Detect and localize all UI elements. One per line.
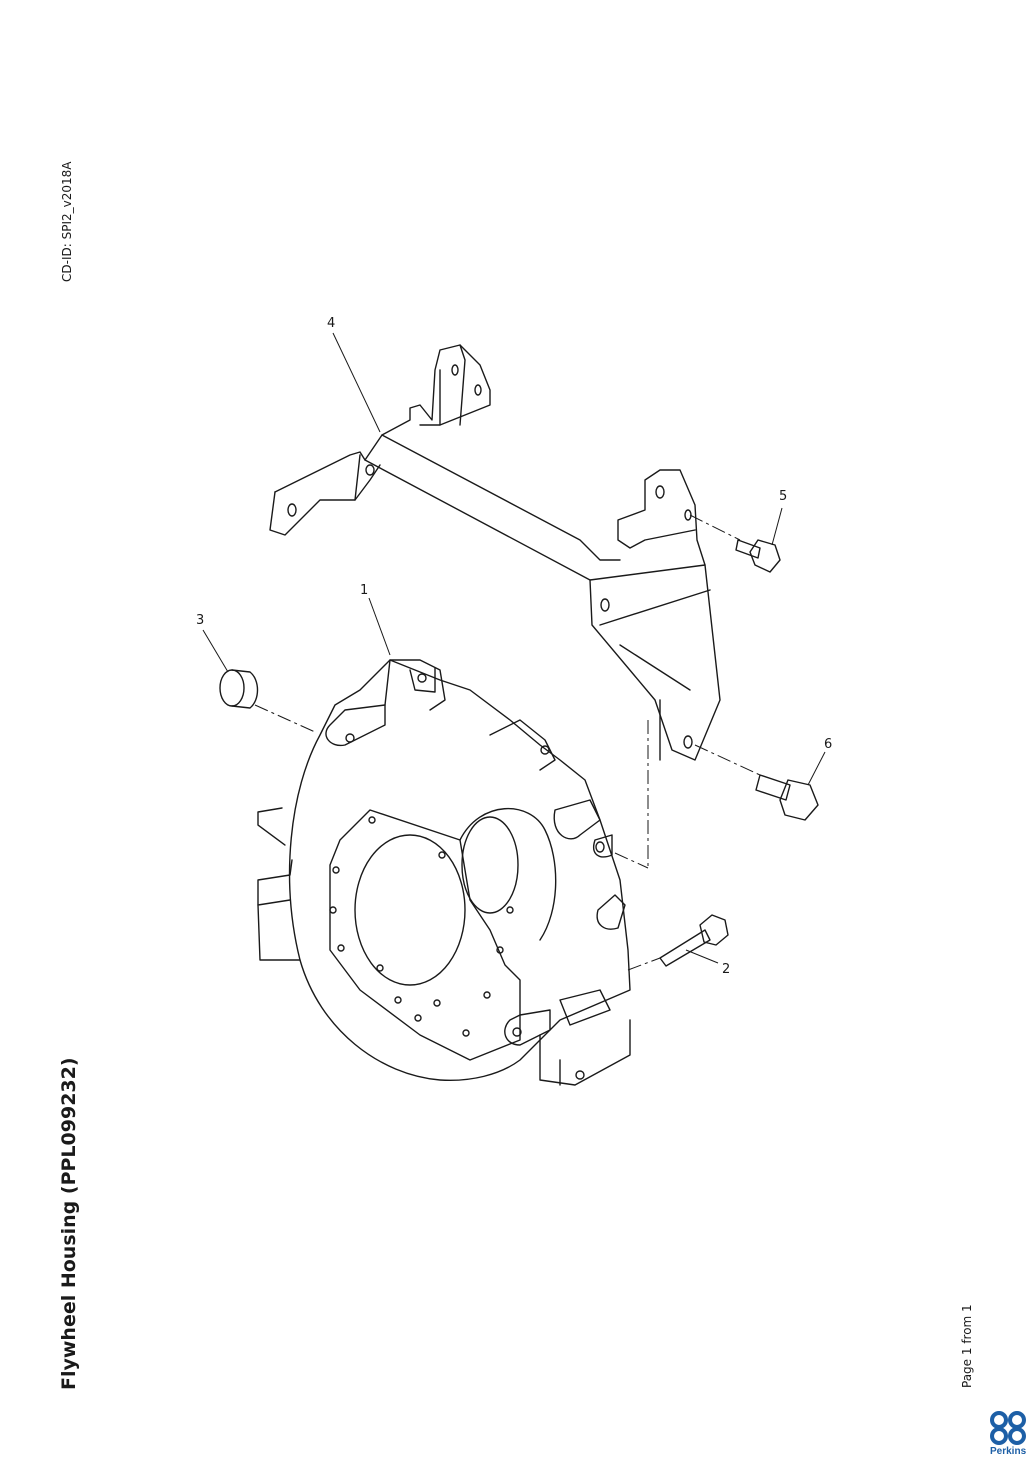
bolt-6 [755,774,819,821]
bolt-5 [735,539,781,573]
plug [219,669,259,709]
flywheel-housing [257,659,631,1086]
leader-4 [332,332,381,433]
leader-2 [685,949,719,964]
bolt-2 [659,914,729,967]
callout-2: 2 [722,962,730,977]
mounting-bracket [269,344,721,761]
perkins-logo-icon [990,1411,1026,1445]
callout-3: 3 [196,613,204,628]
callout-5: 5 [779,489,787,504]
leader-3 [202,629,229,673]
callout-1: 1 [360,583,368,598]
leader-6 [807,751,826,786]
leader-1 [368,597,391,656]
leader-5 [771,507,783,546]
callout-6: 6 [824,737,832,752]
brand-name: Perkins [990,1446,1027,1457]
callout-4: 4 [327,316,335,331]
